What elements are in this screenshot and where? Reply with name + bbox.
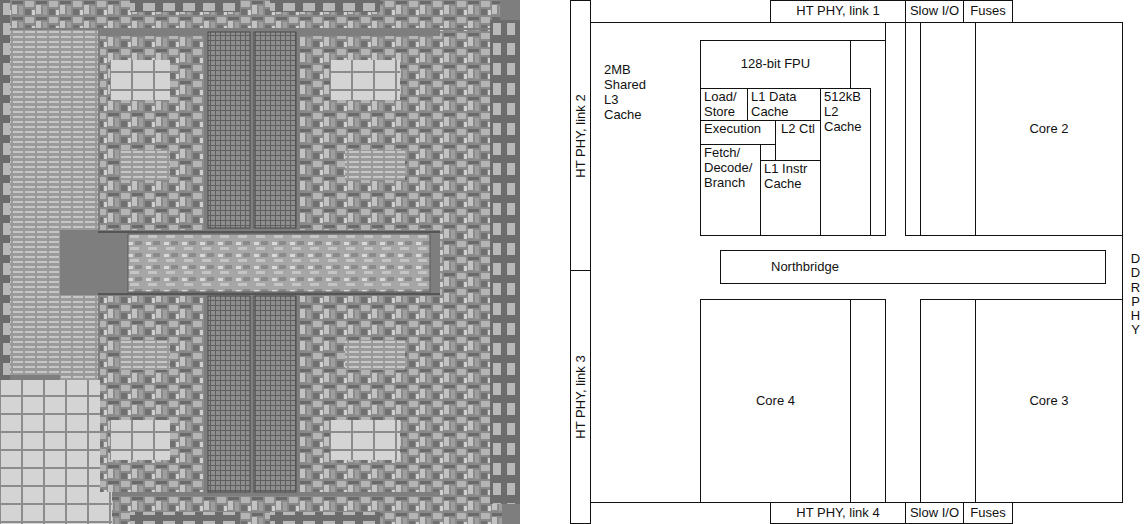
- unit-block: L2 Ctl: [775, 120, 821, 161]
- block-label: Fuses: [970, 506, 1005, 521]
- l3-cache-array: [10, 30, 60, 375]
- block-label: Fetch/ Decode/ Branch: [704, 146, 757, 191]
- l3-cache-region: 2MB Shared L3 Cache 128-bit FPU Load/ Stor…: [590, 22, 1123, 503]
- l1-array: [345, 340, 405, 370]
- ddr-phy-logic: [440, 30, 490, 496]
- block-label: 128-bit FPU: [741, 57, 810, 72]
- core-outline: [851, 40, 886, 41]
- block-label: 512kB L2 Cache: [824, 90, 867, 135]
- core-outline: [870, 235, 886, 236]
- edge-label: DDR PHY: [1129, 252, 1142, 338]
- io-pads: [490, 20, 520, 504]
- l1-array: [345, 150, 405, 180]
- block-label: Load/ Store: [704, 90, 744, 120]
- core-block: Core 4: [700, 299, 851, 503]
- northbridge-block: Northbridge: [720, 250, 1106, 284]
- fuse-block: Fuses: [963, 0, 1013, 23]
- block-label: L1 Instr Cache: [764, 162, 817, 192]
- core-logic: [300, 36, 440, 230]
- phy-block: HT PHY, link 4: [770, 502, 906, 524]
- core-outline: [920, 299, 976, 300]
- unit-block: Fetch/ Decode/ Branch: [700, 144, 761, 236]
- cache-block: L1 Data Cache: [747, 88, 821, 121]
- unit-block: Execution: [700, 120, 776, 145]
- block-label: HT PHY, link 1: [796, 4, 879, 19]
- block-label: HT PHY, link 2: [573, 94, 588, 177]
- top-io-logic: [10, 0, 500, 28]
- die-ground: [0, 0, 520, 524]
- block-label: HT PHY, link 4: [796, 506, 879, 521]
- l1-array: [120, 340, 170, 370]
- core-logic: [300, 296, 440, 492]
- block-label: HT PHY, link 3: [573, 355, 588, 438]
- core-outline: [885, 22, 886, 236]
- block-label: 2MB Shared L3 Cache: [604, 63, 656, 123]
- core-outline: [905, 235, 976, 236]
- unit-block: Load/ Store: [700, 88, 748, 121]
- io-block: Slow I/O: [905, 0, 964, 23]
- l1-array: [330, 60, 400, 100]
- l1-array: [330, 420, 400, 460]
- l1-array: [110, 60, 170, 100]
- core-outline: [885, 299, 886, 502]
- io-pads: [270, 512, 380, 524]
- fpu-block: 128-bit FPU: [700, 40, 851, 89]
- fuse-block: Fuses: [963, 502, 1013, 524]
- core-outline: [920, 22, 921, 236]
- phy-block: HT PHY, link 2: [570, 0, 591, 271]
- l1-array: [110, 420, 170, 460]
- core-logic: [100, 296, 204, 492]
- core-outline: [920, 299, 921, 502]
- io-pads: [270, 0, 380, 12]
- io-block: Slow I/O: [905, 502, 964, 524]
- bottom-io-logic: [112, 496, 502, 524]
- block-label: Core 3: [1029, 394, 1068, 409]
- northbridge-logic: [128, 234, 430, 292]
- die-boundary: [98, 293, 440, 295]
- io-pads: [0, 0, 10, 380]
- block-label: Execution: [704, 122, 761, 137]
- block-label: L1 Data Cache: [751, 90, 817, 120]
- l3-cache-array: [60, 30, 98, 230]
- cache-block: 512kB L2 Cache: [820, 88, 871, 236]
- core-outline: [850, 299, 886, 300]
- block-label: Northbridge: [771, 260, 839, 275]
- cache-block: L1 Instr Cache: [760, 160, 821, 236]
- l2-array: [208, 32, 250, 228]
- l2-array: [208, 296, 250, 492]
- block-label: L2 Ctl: [781, 122, 815, 137]
- block-label: Core 4: [756, 394, 795, 409]
- block-label: Fuses: [970, 4, 1005, 19]
- io-pads: [130, 0, 240, 12]
- l2-array: [254, 32, 296, 228]
- core-outline: [905, 22, 906, 236]
- core-block: Core 3: [975, 299, 1123, 503]
- l3-cache-array: [60, 295, 98, 380]
- core-logic: [100, 36, 204, 230]
- block-label: Slow I/O: [910, 506, 959, 521]
- block-label: Core 2: [1029, 122, 1068, 137]
- l2-array: [254, 296, 296, 492]
- phy-block: HT PHY, link 3: [570, 270, 591, 524]
- core-block: Core 2: [975, 22, 1123, 236]
- l3-cache-array: [0, 380, 112, 524]
- block-label: Slow I/O: [910, 4, 959, 19]
- l1-array: [120, 150, 170, 180]
- die-photo: [0, 0, 520, 524]
- io-pads: [130, 512, 240, 524]
- die-boundary: [98, 231, 440, 233]
- phy-block: HT PHY, link 1: [770, 0, 906, 23]
